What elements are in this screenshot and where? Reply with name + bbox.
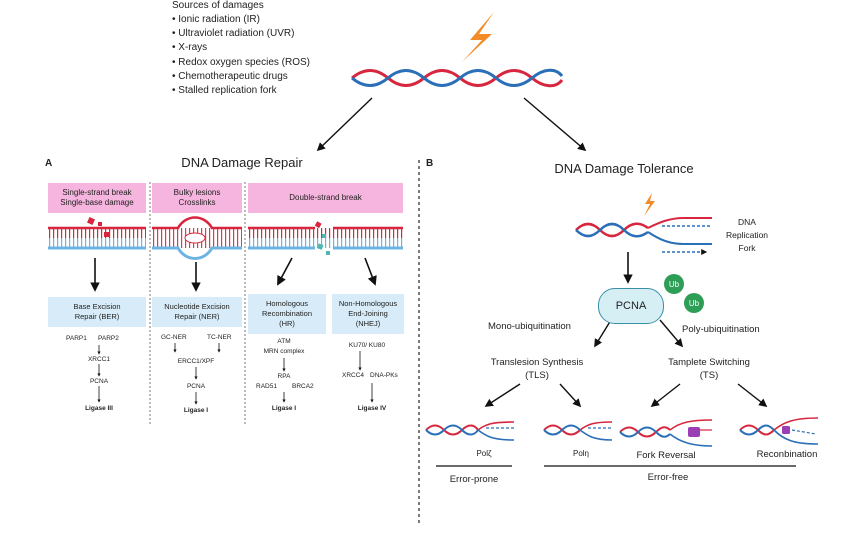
damage-box-bulky: Bulky lesions Crosslinks — [152, 183, 242, 213]
fork-label: Replication — [725, 230, 769, 240]
factor-label: RAD51 — [256, 383, 277, 390]
factor-label: XRCC4 — [342, 372, 365, 379]
pathway-label: Repair (NER) — [174, 312, 220, 321]
pathway-box-hr: Homologous Recombination (HR) — [248, 294, 326, 334]
source-item: Ionic radiation (IR) — [172, 13, 310, 27]
factor-label: PCNA — [89, 378, 109, 385]
pathway-box-nhej: Non-Homologous End-Joining (NHEJ) — [332, 294, 404, 334]
pathway-label: Recombination — [261, 309, 313, 319]
factor-label: ATM — [277, 338, 291, 345]
source-item: Ultraviolet radiation (UVR) — [172, 27, 310, 41]
factor-label: DNA-PKs — [370, 372, 398, 379]
pathway-label: Base Excision — [73, 302, 121, 312]
dna-ladder-dsb — [248, 221, 403, 255]
damage-label: Bulky lesions — [173, 188, 221, 197]
pathway-label: End-Joining — [348, 309, 388, 319]
arrow-tls-to-poleta — [559, 383, 582, 408]
top-dna-helix — [351, 68, 564, 88]
source-item: Chemotherapeutic drugs — [172, 70, 310, 84]
arrow-pcna-to-ts — [659, 319, 684, 348]
arrow-dsb-to-nhej — [364, 257, 377, 286]
pathway-label: Homologous — [265, 299, 309, 309]
factor-arrows — [97, 343, 374, 405]
ubiquitin-icon: Ub — [664, 274, 684, 294]
damage-label: Single-base damage — [60, 198, 134, 207]
tolerance-title: DNA Damage Tolerance — [554, 161, 694, 176]
damage-label: Double-strand break — [289, 193, 362, 202]
panel-a-letter: A — [45, 158, 53, 169]
polymerase-label: Polζ — [476, 449, 492, 458]
arrow-pcna-to-tls — [594, 319, 612, 348]
final-ligase: Ligase III — [85, 405, 113, 412]
pathway-box-ner: Nucleotide Excision Repair (NER) — [152, 297, 242, 327]
sources-list: Ionic radiation (IR) Ultraviolet radiati… — [172, 13, 310, 98]
ts-label: (TS) — [699, 370, 719, 381]
factor-label: KU70/ KU80 — [348, 342, 386, 349]
final-ligase: Ligase I — [183, 407, 209, 414]
replication-fork-dna — [575, 217, 712, 255]
error-free-label: Error-free — [647, 472, 689, 483]
dna-ladder-ssb — [48, 217, 146, 250]
factor-label: MRN complex — [263, 348, 305, 355]
arrow-tls-to-polzeta — [484, 383, 521, 407]
factor-label: TC-NER — [207, 334, 232, 341]
tls-label: (TLS) — [525, 370, 549, 381]
error-prone-label: Error-prone — [449, 474, 499, 485]
tls-label: Translesion Synthesis — [490, 357, 584, 368]
recombination-label: Reconbination — [756, 449, 818, 460]
factor-label: XRCC1 — [87, 356, 111, 363]
mono-ubiquitination-label: Mono-ubiquitination — [488, 321, 571, 332]
ts-label: Tamplete Switching — [668, 357, 750, 368]
pathway-box-ber: Base Excision Repair (BER) — [48, 297, 146, 327]
fork-label: DNA — [738, 217, 756, 227]
damage-box-ssb: Single-strand break Single-base damage — [48, 183, 146, 213]
polymerase-label: Polη — [572, 449, 590, 458]
source-item: Redox oxygen species (ROS) — [172, 56, 310, 70]
pathway-label: (NHEJ) — [355, 318, 381, 328]
pathway-label: Repair (BER) — [74, 312, 120, 321]
arrow-dsb-to-hr — [277, 257, 293, 286]
source-item: X-rays — [172, 41, 310, 55]
ubiquitin-icon: Ub — [684, 293, 704, 313]
damage-label: Crosslinks — [178, 198, 216, 207]
factor-label: ERCC1/XPF — [177, 358, 215, 365]
fork-reversal — [619, 419, 713, 447]
pathway-label: Non-Homologous — [338, 299, 398, 309]
final-ligase: Ligase IV — [357, 405, 387, 412]
pathway-label: Nucleotide Excision — [164, 302, 230, 312]
damage-box-dsb: Double-strand break — [248, 183, 403, 213]
ub-label: Ub — [668, 279, 680, 289]
panel-b-letter: B — [426, 158, 434, 169]
fork-poleta — [543, 421, 613, 441]
lightning-bolt-icon — [462, 12, 494, 62]
factor-label: GC-NER — [161, 334, 187, 341]
factor-label: BRCA2 — [292, 383, 314, 390]
damage-label: Single-strand break — [62, 188, 132, 197]
factor-label: PARP1 — [66, 335, 87, 342]
poly-ubiquitination-label: Poly-ubiquitination — [682, 324, 760, 335]
final-ligase: Ligase I — [271, 405, 297, 412]
factor-label: PCNA — [186, 383, 206, 390]
fork-reversal-label: Fork Reversal — [636, 450, 696, 461]
source-item: Stalled replication fork — [172, 84, 310, 98]
arrow-to-tolerance — [523, 97, 587, 152]
pcna-label: PCNA — [615, 300, 647, 312]
arrow-ts-to-recombination — [737, 383, 768, 408]
factor-label: RPA — [277, 373, 291, 380]
arrow-ts-to-reversal — [650, 383, 681, 408]
fork-recombination — [739, 417, 819, 445]
arrow-to-repair — [316, 97, 373, 152]
fork-label: Fork — [738, 243, 756, 253]
fork-lightning-icon — [644, 193, 655, 216]
fork-polzeta — [425, 421, 515, 441]
ub-label: Ub — [688, 298, 700, 308]
pathway-label: (HR) — [279, 318, 295, 328]
dna-ladder-bulky — [152, 216, 242, 260]
repair-title: DNA Damage Repair — [181, 155, 303, 170]
factor-label: PARP2 — [98, 335, 119, 342]
sources-title: Sources of damages — [172, 0, 264, 11]
pcna-node: PCNA — [598, 288, 664, 324]
